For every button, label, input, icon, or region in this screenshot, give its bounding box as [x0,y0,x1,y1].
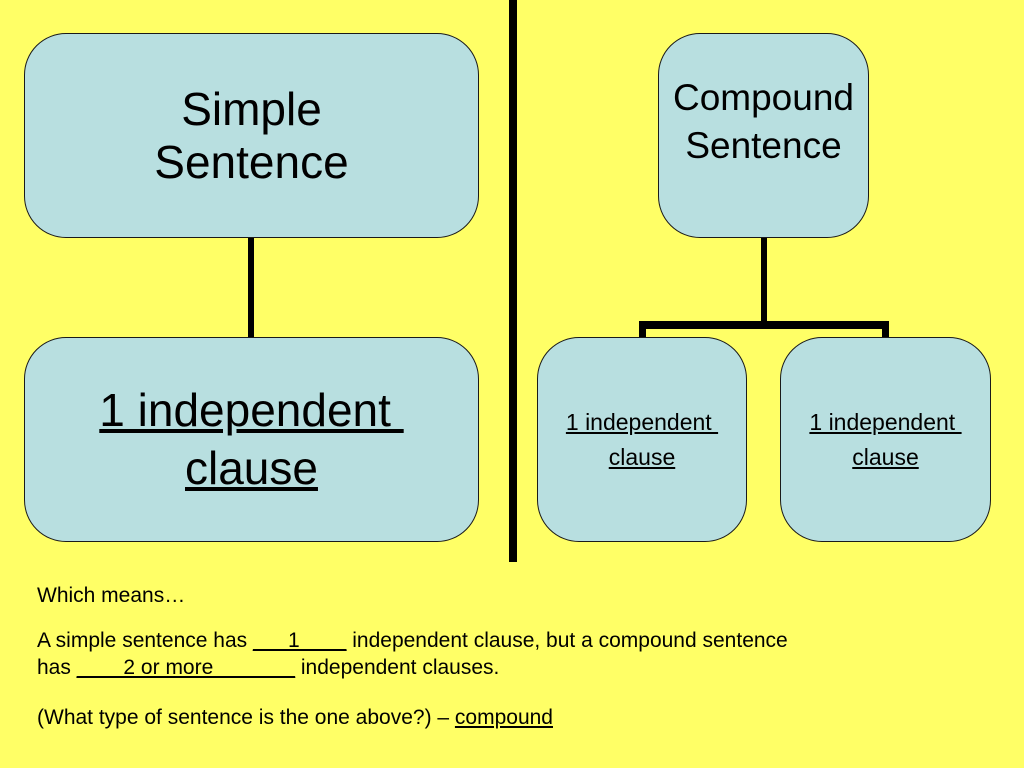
explanation-line1: A simple sentence has ___1____ independe… [37,627,967,654]
simple-clause-line2: clause [185,441,318,494]
question-line: (What type of sentence is the one above?… [37,704,553,731]
compound-branch-bar [639,321,889,329]
clause-b-line1: 1 independent [809,409,962,435]
explanation-line2: has ____2 or more_______ independent cla… [37,654,967,681]
clause-a-line2: clause [608,443,676,470]
simple-title-line1: Simple [181,82,322,135]
explanation-line1-part2: independent clause, but a compound sente… [346,629,788,652]
simple-clause-box: 1 independent clause [24,337,479,542]
compound-branch-left [639,321,646,338]
which-means-text: Which means… [37,584,186,607]
explanation-line2-part1: has [37,656,77,680]
compound-title-line1: Compound [672,77,854,119]
question-text: (What type of sentence is the one above?… [37,706,455,729]
simple-title-line2: Sentence [154,135,349,188]
clause-a-line1: 1 independent [565,409,719,435]
simple-connector [248,237,254,338]
compound-branch-right [882,321,889,338]
compound-title-line2: Sentence [685,124,842,166]
explanation-paragraph: A simple sentence has ___1____ independe… [37,627,967,682]
simple-clause-line1: 1 independent [99,384,404,436]
compound-clause-box-left: 1 independent clause [537,337,747,542]
center-divider [509,0,517,562]
answer-blank-2: ____2 or more_______ [76,656,296,680]
simple-sentence-box: Simple Sentence [24,33,479,238]
question-answer: compound [454,706,553,729]
explanation-line1-part1: A simple sentence has [37,629,253,652]
clause-b-line2: clause [852,443,919,470]
compound-clause-box-right: 1 independent clause [780,337,991,542]
compound-stem [761,237,767,325]
explanation-line2-part2: independent clauses. [295,656,500,680]
compound-sentence-box: Compound Sentence [658,33,869,238]
answer-blank-1: ___1____ [252,629,347,652]
